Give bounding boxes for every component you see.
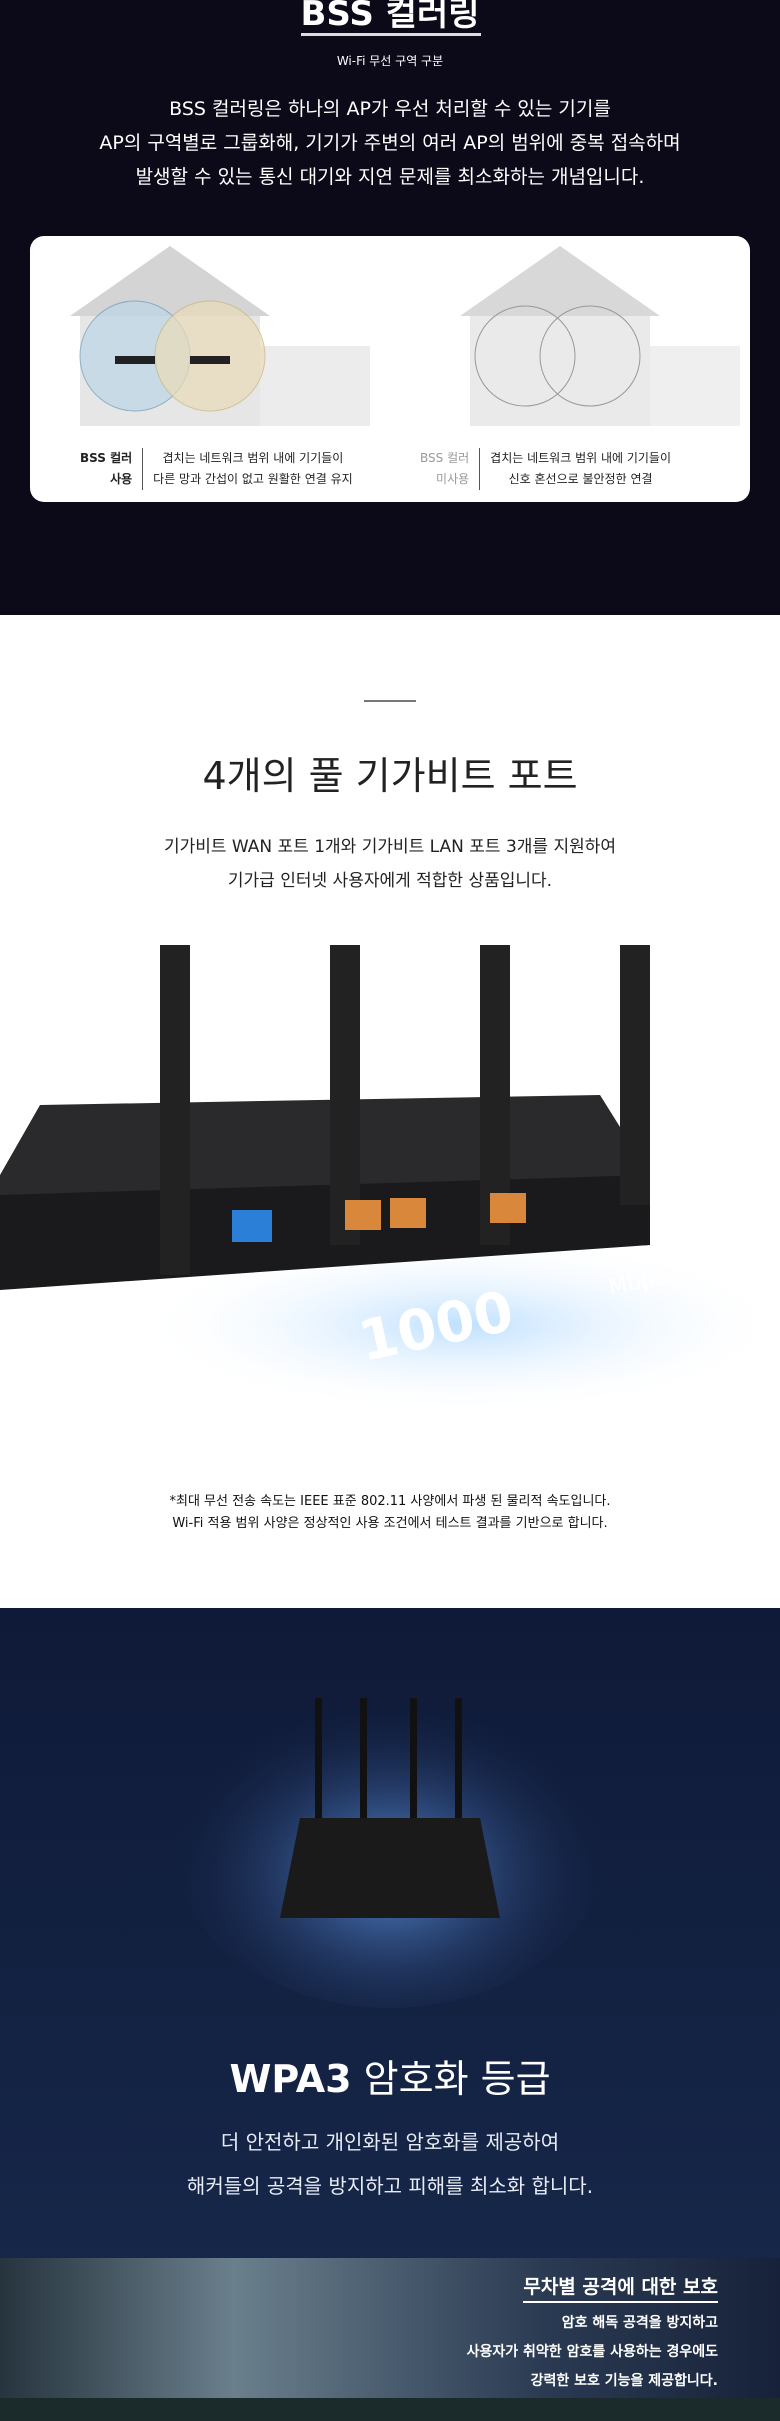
caption-text: 다른 망과 간섭이 없고 원활한 연결 유지 [153,472,353,486]
section-title: 4개의 풀 기가비트 포트 [202,754,578,798]
caption-label: BSS 컬러 [420,451,470,465]
desc-line: 기가급 인터넷 사용자에게 적합한 상품입니다. [227,871,553,891]
router-shield-image [170,1668,610,2008]
title-bold: WPA3 [229,2057,352,2101]
wpa3-section: WPA3 암호화 등급 더 안전하고 개인화된 암호화를 제공하여 해커들의 공… [0,1608,780,2421]
desc-line: 해커들의 공격을 방지하고 피해를 최소화 합니다. [186,2174,594,2198]
next-section-strip [0,2398,780,2421]
bss-off-illustration [460,246,740,426]
banner-heading: 무차별 공격에 대한 보호 [523,2272,718,2303]
brute-force-banner: 무차별 공격에 대한 보호 암호 해독 공격을 방지하고 사용자가 취약한 암호… [0,2258,780,2398]
bss-on-illustration [70,246,370,426]
banner-line: 강력한 보호 기능을 제공합니다. [530,2373,718,2389]
caption-label: 사용 [110,472,133,486]
caption-label: 미사용 [436,472,470,486]
desc-line: 더 안전하고 개인화된 암호화를 제공하여 [220,2130,560,2154]
caption-text: 신호 혼선으로 불안정한 연결 [508,472,653,486]
divider [364,700,416,702]
bss-coloring-section: BSS 컬러링 Wi-Fi 무선 구역 구분 BSS 컬러링은 하나의 AP가 … [0,0,780,615]
section-title: BSS 컬러링 [300,0,480,34]
section-description: 기가비트 WAN 포트 1개와 기가비트 LAN 포트 3개를 지원하여 기가급… [0,830,780,898]
note-line: *최대 무선 전송 속도는 IEEE 표준 802.11 사양에서 파생 된 물… [169,1494,611,1509]
desc-line: 기가비트 WAN 포트 1개와 기가비트 LAN 포트 3개를 지원하여 [163,837,617,857]
section-subtitle: Wi-Fi 무선 구역 구분 [336,54,444,68]
caption-label: BSS 컬러 [80,451,133,465]
note-line: Wi-Fi 적용 범위 사양은 정상적인 사용 조건에서 테스트 결과를 기반으… [172,1516,608,1531]
desc-line: 발생할 수 있는 통신 대기와 지연 문제를 최소화하는 개념입니다. [135,166,645,188]
section-description: BSS 컬러링은 하나의 AP가 우선 처리할 수 있는 기기를 AP의 구역별… [0,92,780,194]
desc-line: BSS 컬러링은 하나의 AP가 우선 처리할 수 있는 기기를 [169,98,611,120]
section-title: WPA3 암호화 등급 [0,2048,780,2103]
banner-line: 암호 해독 공격을 방지하고 [561,2315,718,2331]
divider [301,33,481,36]
banner-line: 사용자가 취약한 암호를 사용하는 경우에도 [466,2344,718,2360]
title-rest: 암호화 등급 [351,2057,551,2101]
gigabit-ports-section: 4개의 풀 기가비트 포트 기가비트 WAN 포트 1개와 기가비트 LAN 포… [0,615,780,1608]
caption-text: 겹치는 네트워크 범위 내에 기기들이 [490,451,672,465]
desc-line: AP의 구역별로 그룹화해, 기기가 주변의 여러 AP의 범위에 중복 접속하… [99,132,681,154]
section-description: 더 안전하고 개인화된 암호화를 제공하여 해커들의 공격을 방지하고 피해를 … [0,2120,780,2208]
footnote: *최대 무선 전송 속도는 IEEE 표준 802.11 사양에서 파생 된 물… [0,1491,780,1535]
caption-text: 겹치는 네트워크 범위 내에 기기들이 [162,451,344,465]
router-ports-image: 1000 Mbps [0,945,760,1415]
